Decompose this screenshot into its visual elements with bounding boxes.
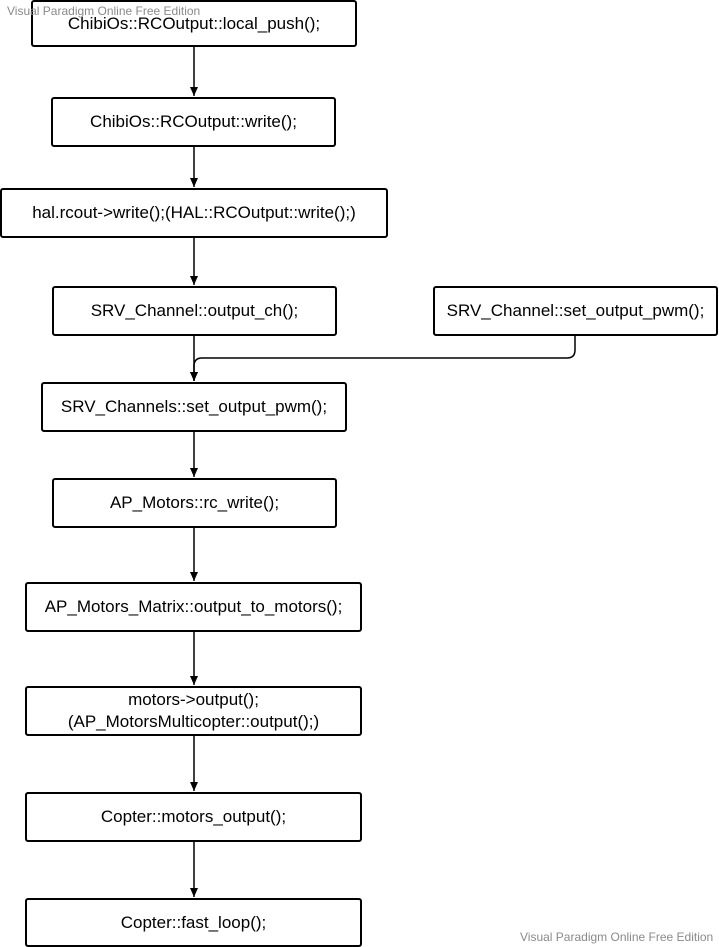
node-hal-write: hal.rcout->write();(HAL::RCOutput::write… [0,188,388,238]
node-motors-output: motors->output(); (AP_MotorsMulticopter:… [25,686,362,736]
node-hal-write-label: hal.rcout->write();(HAL::RCOutput::write… [32,203,356,222]
node-output-to-motors: AP_Motors_Matrix::output_to_motors(); [25,582,362,632]
node-rc-write: AP_Motors::rc_write(); [52,478,337,528]
node-set-output-pwm-label: SRV_Channel::set_output_pwm(); [446,301,705,320]
node-channels-set-output-pwm-label: SRV_Channels::set_output_pwm(); [60,397,328,416]
watermark-bottom: Visual Paradigm Online Free Edition [520,930,714,944]
watermark-top: Visual Paradigm Online Free Edition [7,4,201,18]
edge-set-output-pwm-to-channels-set-output-pwm [190,335,576,381]
node-output-ch-label: SRV_Channel::output_ch(); [90,301,299,320]
node-fast-loop-label: Copter::fast_loop(); [120,912,267,932]
node-channels-set-output-pwm: SRV_Channels::set_output_pwm(); [41,382,347,432]
node-output-ch: SRV_Channel::output_ch(); [52,286,337,336]
node-motors-output-line2: (AP_MotorsMulticopter::output();) [67,712,320,731]
node-motors-output-line1: motors->output(); [128,690,259,709]
node-write-label: ChibiOs::RCOutput::write(); [90,112,297,131]
node-set-output-pwm: SRV_Channel::set_output_pwm(); [433,286,718,336]
node-local-push-label: ChibiOs::RCOutput::local_push(); [67,13,321,33]
node-fast-loop: Copter::fast_loop(); [25,898,362,947]
node-output-to-motors-label: AP_Motors_Matrix::output_to_motors(); [44,597,343,616]
node-copter-motors-output-label: Copter::motors_output(); [100,807,287,826]
node-write: ChibiOs::RCOutput::write(); [51,97,336,147]
node-copter-motors-output: Copter::motors_output(); [25,792,362,842]
node-rc-write-label: AP_Motors::rc_write(); [109,493,280,512]
node-local-push: ChibiOs::RCOutput::local_push(); [31,0,357,47]
